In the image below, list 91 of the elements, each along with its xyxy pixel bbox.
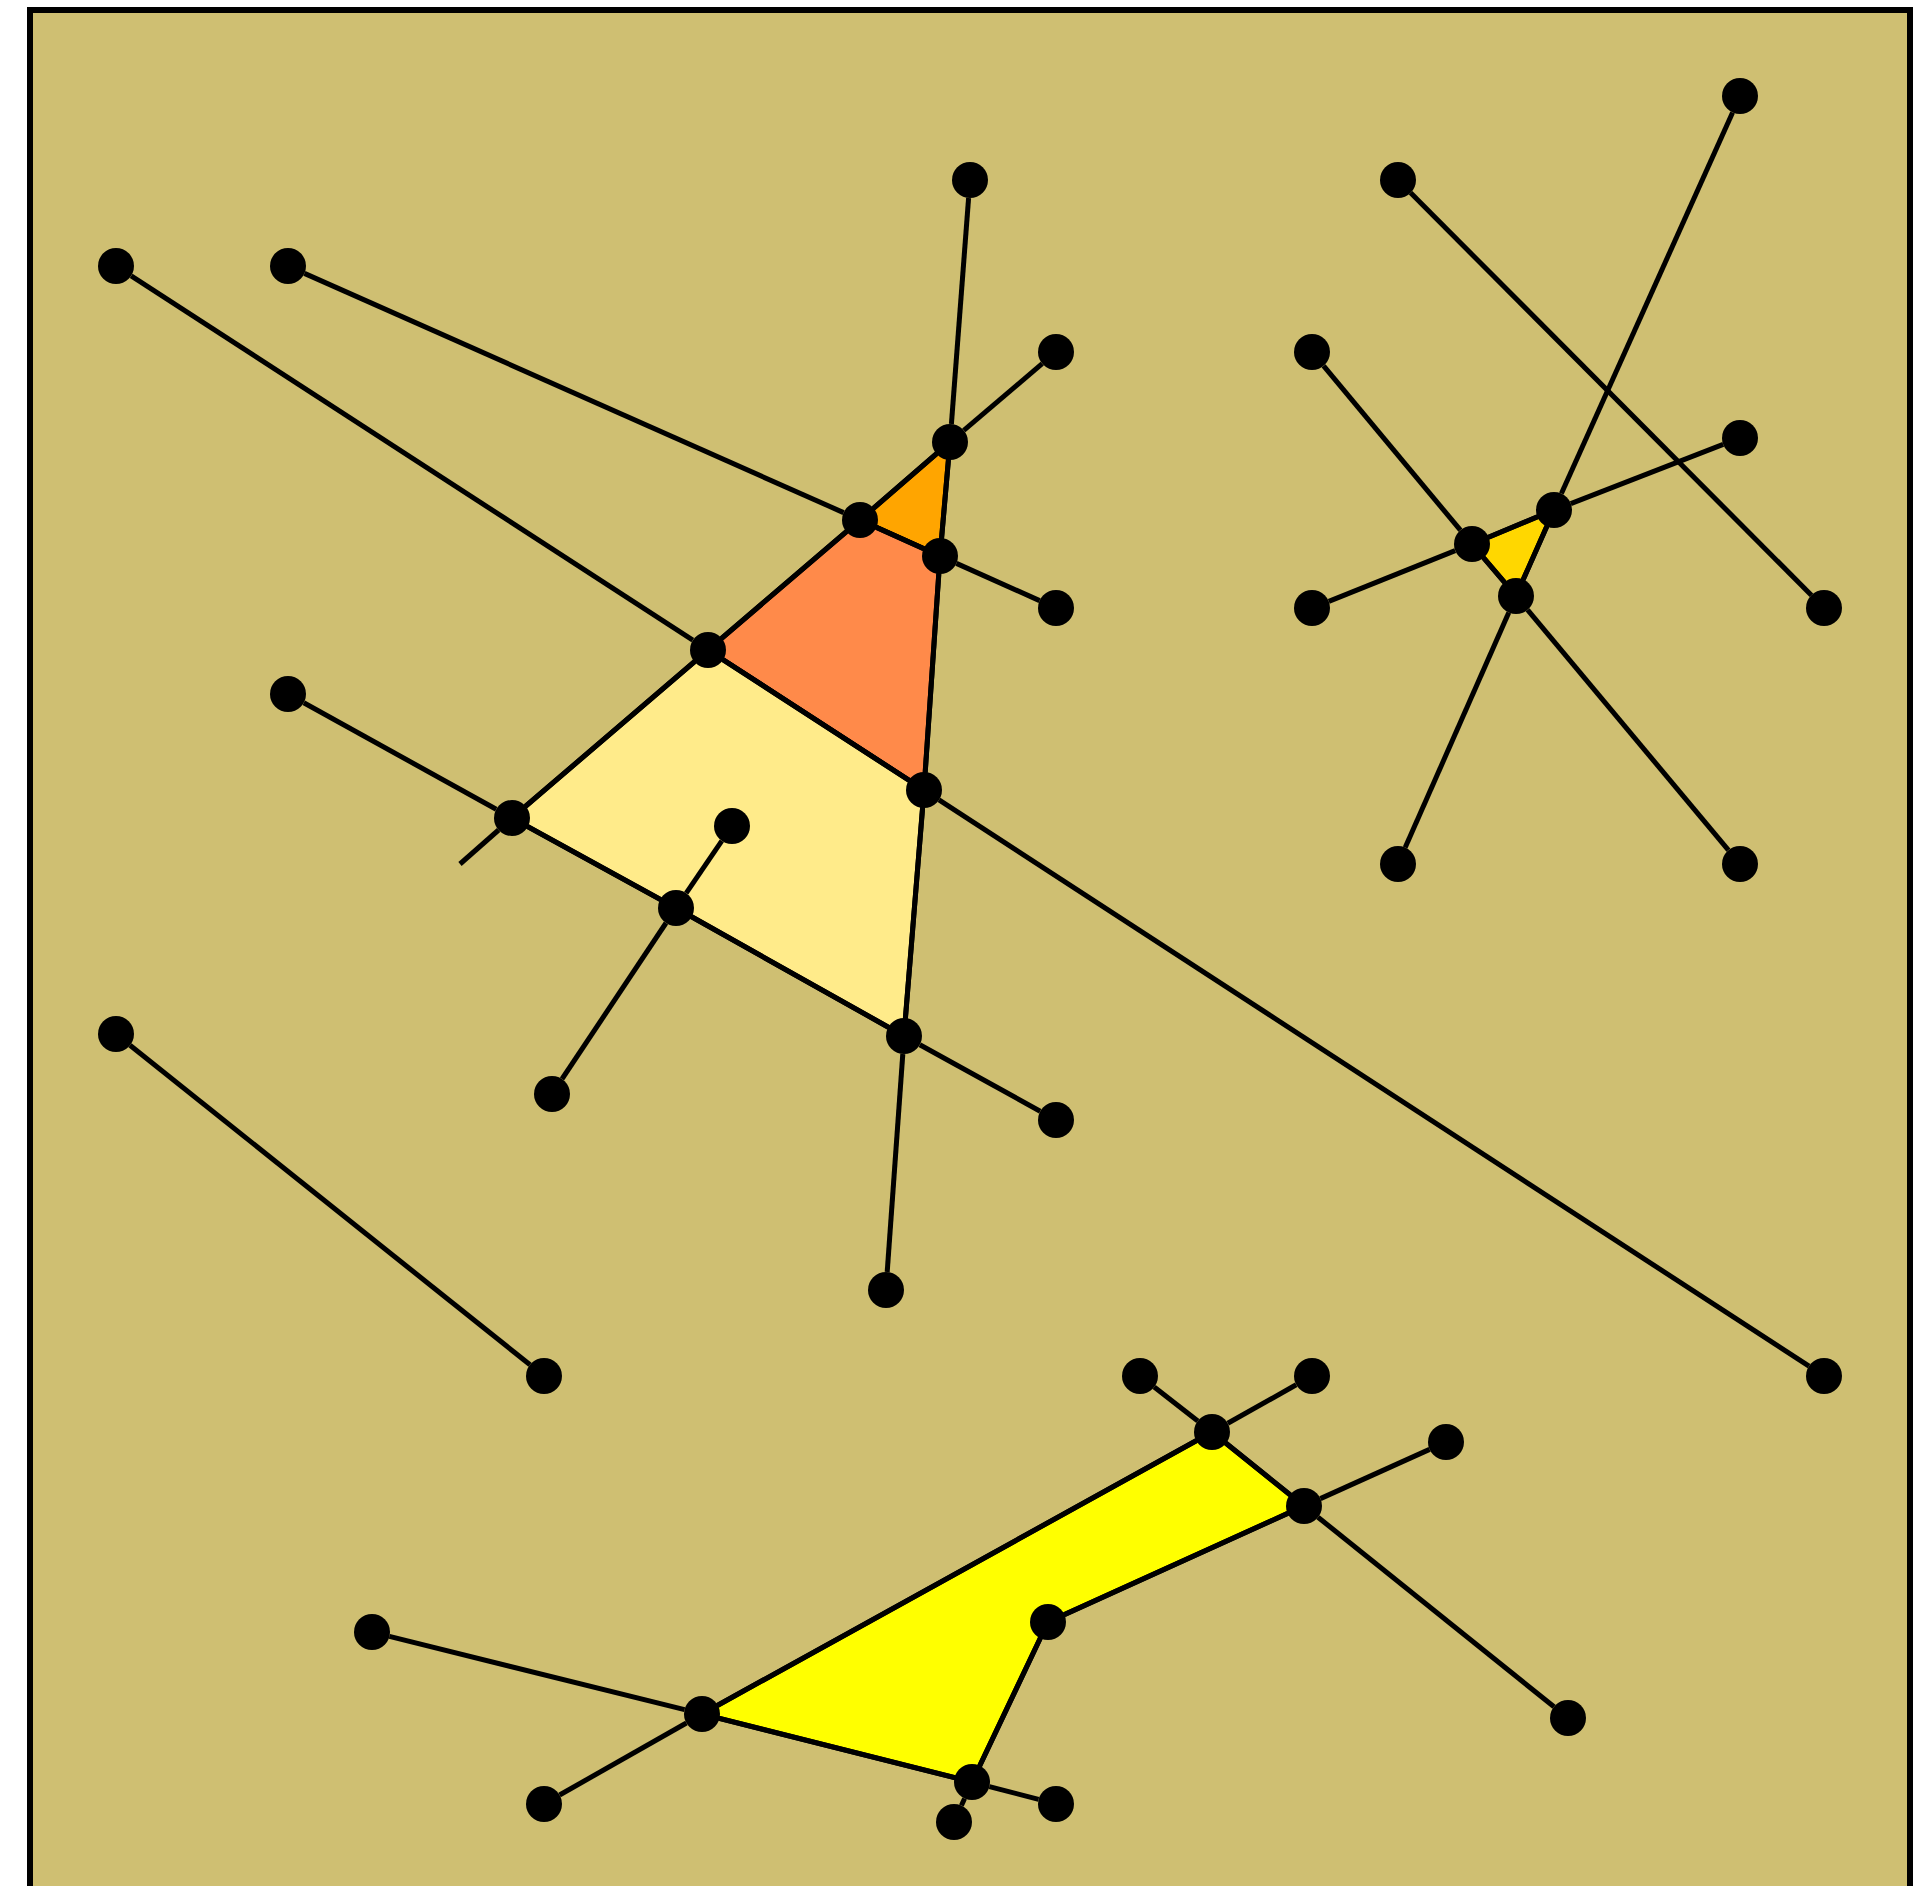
line-segment [1224,1441,1292,1497]
line-segment [1063,1511,1289,1617]
line-segment [1327,548,1457,604]
dot [1038,1102,1074,1138]
line-segment [303,271,845,515]
line-segment [955,561,1041,603]
dot [954,1764,990,1800]
line-segment [558,1720,688,1798]
dot [1454,526,1490,562]
dot [1122,1358,1158,1394]
line-segment [959,1797,967,1807]
line-segment [988,1784,1040,1802]
dot [1294,334,1330,370]
line-segment [458,828,501,866]
dot [690,632,726,668]
line-segment [129,273,695,643]
line-segment [721,657,911,783]
dot [98,1016,134,1052]
line-segment [1319,1447,1431,1501]
line-segment [902,807,926,1019]
line-segment [1321,364,1463,532]
dot [270,248,306,284]
dot [1294,1358,1330,1394]
line-segment [1152,1385,1200,1423]
dot [868,1272,904,1308]
dot [494,800,530,836]
line-segment [884,1053,906,1273]
line-segment [526,824,662,902]
dot [842,502,878,538]
dot [1038,334,1074,370]
line-segment [302,700,498,812]
dot [1536,492,1572,528]
dot [1806,1358,1842,1394]
dot [932,424,968,460]
dot [922,538,958,574]
dot [1030,1604,1066,1640]
dot [1294,590,1330,626]
line-segment [388,1633,686,1713]
dot [886,1018,922,1054]
line-segment [1569,442,1725,506]
dot [98,248,134,284]
dot [658,890,694,926]
dot [1286,1488,1322,1524]
dot [714,808,750,844]
dot [1428,1424,1464,1460]
dot [354,1614,390,1650]
dot [1550,1700,1586,1736]
line-segment [962,361,1044,433]
line-segment [1559,111,1735,495]
dot [1498,578,1534,614]
dot [534,1076,570,1112]
line-segment [719,529,849,641]
dot [952,162,988,198]
line-segment [918,1042,1042,1114]
dot [1806,590,1842,626]
dot [906,772,942,808]
line-segment [1226,1382,1298,1426]
dot [526,1786,562,1822]
dot [1038,590,1074,626]
dot [1380,162,1416,198]
dot [1722,420,1758,456]
line-segment [1525,608,1731,852]
dot [1722,846,1758,882]
dot [1194,1414,1230,1450]
dot [1722,78,1758,114]
line-segment [1316,1515,1556,1709]
line-segment [1487,514,1539,540]
line-segment [948,197,972,425]
line-segment [718,1715,956,1781]
line-segment [875,525,925,551]
line-segment [523,659,697,809]
dot [1380,846,1416,882]
dot [1038,1786,1074,1822]
line-segment [937,797,1811,1369]
dot [526,1358,562,1394]
line-segment [690,914,890,1030]
dot [270,676,306,712]
line-segment [1402,611,1512,849]
line-segment [871,451,939,511]
line-segment [977,1637,1043,1767]
dot [936,1804,972,1840]
line-segment [559,921,669,1081]
line-segment [716,1438,1198,1708]
line-segment [128,1043,532,1367]
line-segment [684,839,724,895]
dot [684,1696,720,1732]
line-segment [922,573,942,773]
line-segment [1481,556,1507,584]
line-segment [1520,525,1550,581]
line-segment [1408,191,1814,597]
line-segment [939,459,951,539]
